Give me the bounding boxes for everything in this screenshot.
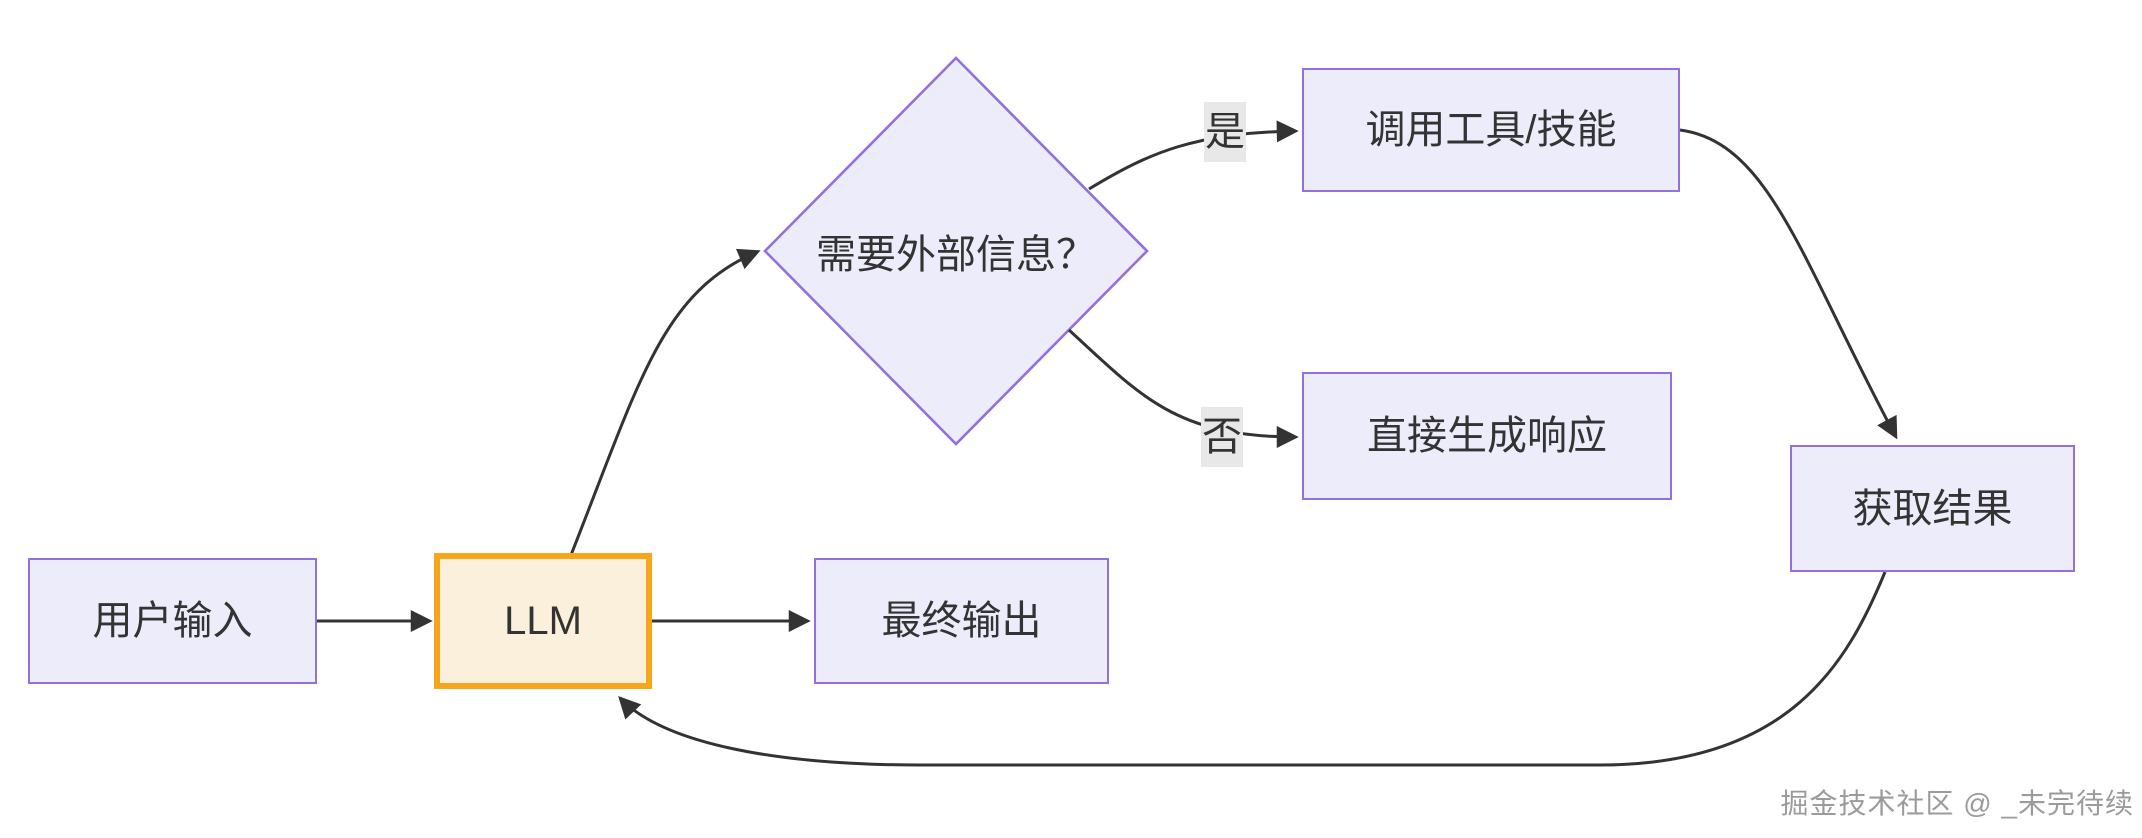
edge-label-no: 否 bbox=[1201, 407, 1243, 467]
node-get-result-label: 获取结果 bbox=[1852, 486, 2013, 531]
decision-diamond-shape bbox=[763, 56, 1149, 446]
watermark: 掘金技术社区 @ _未完待续 bbox=[1780, 788, 2134, 819]
node-call-tools: 调用工具/技能 bbox=[1302, 68, 1680, 192]
node-llm-label: LLM bbox=[504, 599, 582, 643]
edge-llm-to-decision bbox=[569, 248, 761, 556]
node-direct-response-label: 直接生成响应 bbox=[1367, 414, 1607, 458]
node-user-input: 用户输入 bbox=[28, 558, 317, 684]
node-direct-response: 直接生成响应 bbox=[1302, 372, 1672, 500]
node-decision-label: 需要外部信息？ bbox=[816, 233, 1096, 277]
node-user-input-label: 用户输入 bbox=[92, 599, 253, 643]
edge-decision-no-to-direct-response bbox=[1067, 328, 1299, 448]
node-call-tools-label: 调用工具/技能 bbox=[1365, 108, 1617, 152]
node-get-result: 获取结果 bbox=[1790, 445, 2075, 572]
edge-decision-yes-to-call-tools bbox=[1088, 120, 1299, 191]
node-final-output: 最终输出 bbox=[814, 558, 1109, 684]
edge-call-tools-to-get-result bbox=[1679, 128, 1898, 440]
node-llm: LLM bbox=[434, 553, 652, 689]
node-final-output-label: 最终输出 bbox=[881, 599, 1042, 643]
edge-get-result-to-llm bbox=[618, 571, 1887, 767]
edge-label-yes: 是 bbox=[1204, 102, 1246, 162]
